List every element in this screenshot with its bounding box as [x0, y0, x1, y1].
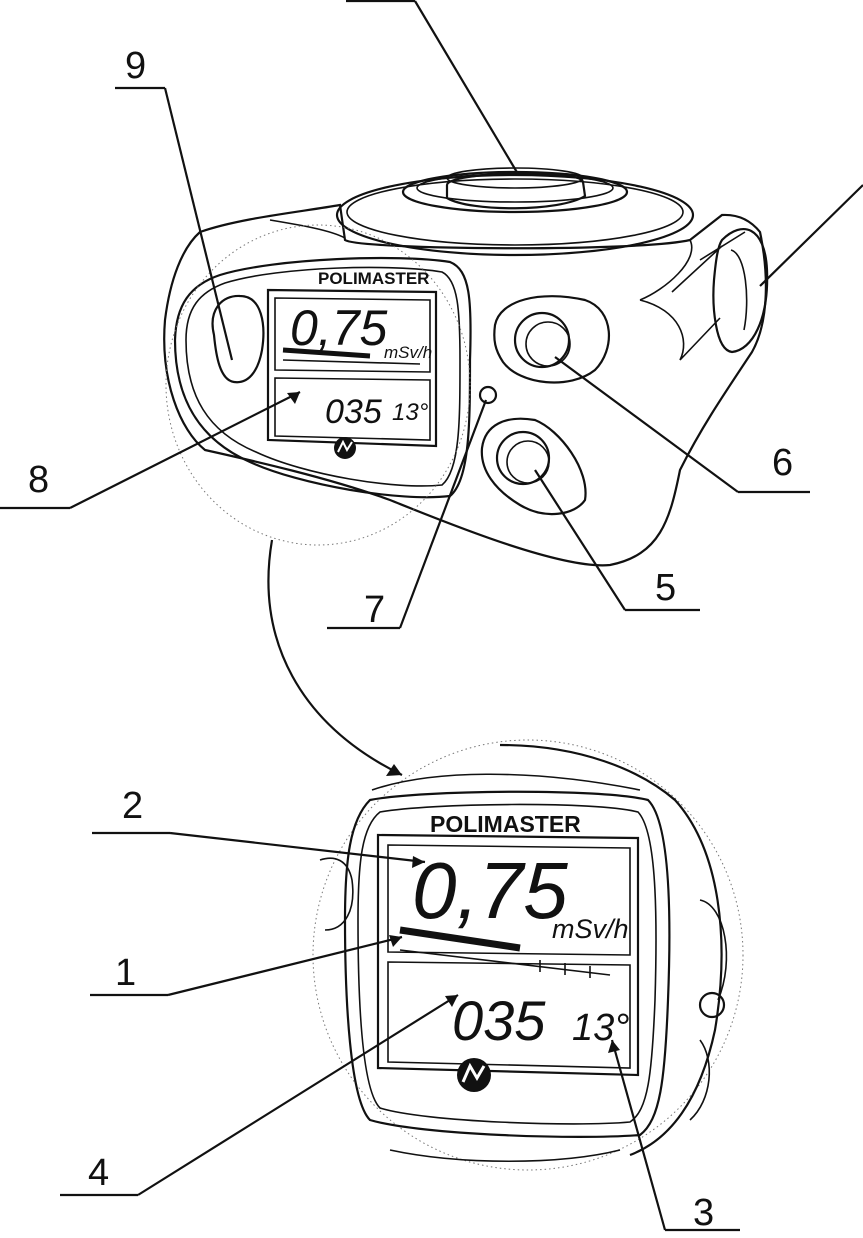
callout-8: 8 — [0, 391, 301, 510]
brand-label: POLIMASTER — [318, 269, 429, 288]
bar-indicator — [282, 347, 371, 359]
device-top-view: POLIMASTER 0,75 mSv/h 035 13° — [163, 167, 769, 567]
left-sensor-pad — [211, 294, 265, 384]
svg-text:1: 1 — [115, 952, 136, 994]
button-5 — [480, 417, 587, 516]
accumulated-dose-suffix: 13° — [392, 399, 429, 426]
top-button — [335, 167, 695, 257]
zoom-accumulated-dose-readout: 035 — [452, 989, 546, 1052]
dose-rate-unit: mSv/h — [384, 343, 432, 362]
svg-text:9: 9 — [125, 45, 146, 87]
polimaster-logo-icon — [334, 437, 356, 459]
svg-text:6: 6 — [772, 442, 793, 484]
svg-text:2: 2 — [122, 785, 143, 827]
zoom-arrowhead — [386, 764, 402, 776]
callout-9: 9 — [115, 45, 234, 361]
zoom-bezel-inner — [357, 803, 657, 1125]
bezel-outer — [173, 256, 472, 499]
callout-5: 5 — [534, 469, 700, 612]
side-knob — [712, 228, 769, 354]
zoom-connector — [267, 539, 403, 776]
bezel-inner — [185, 266, 461, 487]
zoom-dose-rate-readout: 0,75 — [412, 846, 568, 935]
callout-4: 4 — [60, 994, 459, 1197]
device-top-face — [269, 219, 693, 301]
lcd-screen-top: POLIMASTER 0,75 mSv/h 035 13° — [266, 269, 438, 459]
accumulated-dose-readout: 035 — [325, 393, 382, 431]
callout-right — [759, 184, 863, 287]
callout-6: 6 — [554, 356, 810, 494]
callout-top — [346, 0, 519, 175]
zoom-accumulated-dose-suffix: 13° — [572, 1007, 629, 1049]
zoom-lcd — [376, 833, 640, 1077]
callout-7: 7 — [327, 399, 488, 631]
callout-1: 1 — [90, 935, 403, 997]
callout-3: 3 — [608, 1039, 740, 1234]
device-body-outline — [163, 203, 767, 567]
zoom-bar-indicator — [399, 926, 611, 978]
led-indicator — [478, 385, 498, 405]
zoom-brand-label: POLIMASTER — [430, 811, 581, 837]
zoom-polimaster-logo-icon — [457, 1058, 491, 1092]
zoom-dose-rate-unit: mSv/h — [552, 914, 629, 944]
svg-text:5: 5 — [655, 567, 676, 609]
zoomed-display: POLIMASTER 0,75 mSv/h 035 13° — [312, 739, 744, 1171]
svg-text:4: 4 — [88, 1152, 109, 1194]
button-6 — [493, 295, 610, 384]
dose-rate-readout: 0,75 — [290, 300, 388, 356]
callout-2: 2 — [92, 785, 426, 868]
magnify-region — [165, 224, 471, 546]
svg-text:7: 7 — [364, 589, 385, 631]
svg-text:3: 3 — [693, 1192, 714, 1234]
svg-text:8: 8 — [28, 459, 49, 501]
